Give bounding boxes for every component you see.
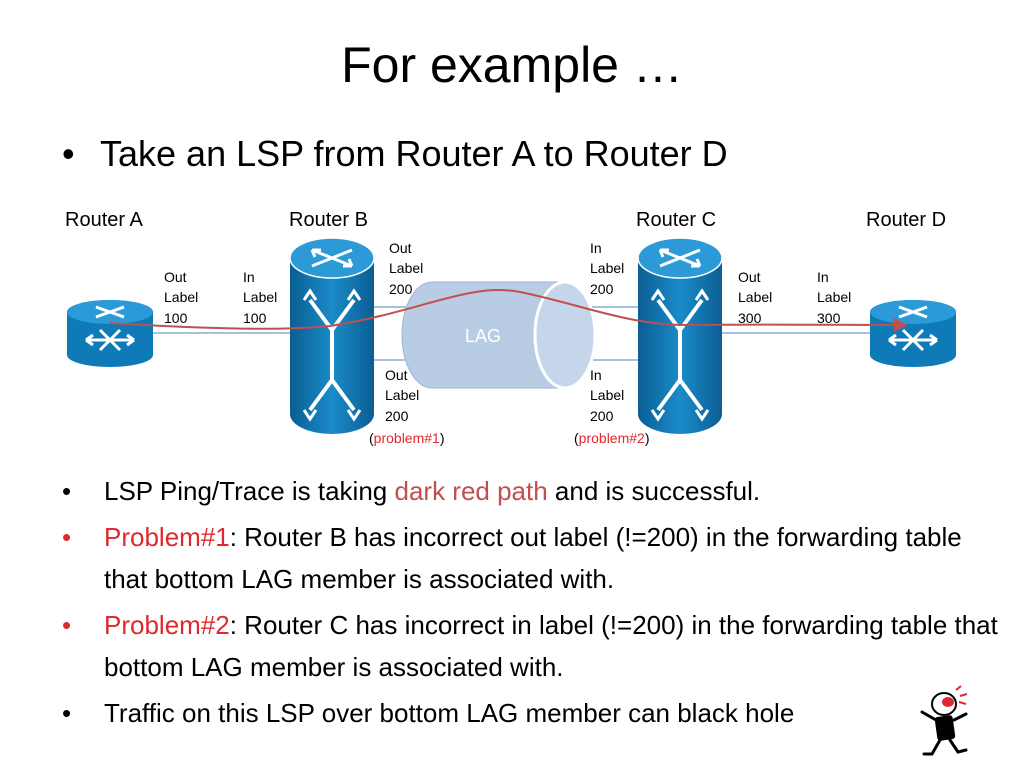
- multilayer-switch-icon: [637, 237, 723, 434]
- ab-in-label: In Label 100: [243, 269, 277, 326]
- router-c-label: Router C: [636, 209, 716, 231]
- multilayer-switch-icon: [289, 237, 375, 434]
- problem-2-tag: (problem#2): [574, 430, 650, 446]
- svg-text:Out: Out: [738, 269, 761, 285]
- svg-text:In: In: [590, 240, 602, 256]
- problem-1-highlight: Problem#1: [104, 522, 230, 552]
- svg-text:Label: Label: [590, 387, 624, 403]
- svg-text:100: 100: [164, 310, 188, 326]
- list-item: •LSP Ping/Trace is taking dark red path …: [62, 470, 1012, 512]
- lag-label: LAG: [465, 326, 501, 346]
- cd-in-label: In Label 300: [817, 269, 851, 326]
- list-item: •Problem#2: Router C has incorrect in la…: [62, 604, 1012, 688]
- lag-cylinder: LAG: [401, 280, 597, 390]
- intro-bullet: • Take an LSP from Router A to Router D: [62, 128, 728, 180]
- router-a-label: Router A: [65, 209, 143, 231]
- svg-text:In: In: [817, 269, 829, 285]
- svg-text:300: 300: [738, 310, 762, 326]
- c-bottom-in-label: In Label 200: [590, 367, 624, 424]
- list-item: •Traffic on this LSP over bottom LAG mem…: [62, 692, 1012, 734]
- lsp-path: [109, 289, 908, 332]
- bullet-glyph: •: [62, 476, 72, 506]
- svg-text:Label: Label: [243, 289, 277, 305]
- problem-1-tag: (problem#1): [369, 430, 445, 446]
- svg-text:200: 200: [385, 408, 409, 424]
- svg-text:200: 200: [590, 281, 614, 297]
- svg-text:Label: Label: [817, 289, 851, 305]
- svg-text:In: In: [590, 367, 602, 383]
- bullet-list: •LSP Ping/Trace is taking dark red path …: [62, 470, 1012, 738]
- svg-text:Label: Label: [164, 289, 198, 305]
- svg-text:200: 200: [590, 408, 614, 424]
- svg-text:Out: Out: [164, 269, 187, 285]
- b-bottom-out-label: Out Label 200: [385, 367, 419, 424]
- svg-text:100: 100: [243, 310, 267, 326]
- network-diagram: Router A Router B Router C Router D LAG: [65, 209, 956, 446]
- cd-out-label: Out Label 300: [738, 269, 772, 326]
- router-d-label: Router D: [866, 209, 946, 231]
- router-icon: [67, 300, 153, 367]
- svg-text:In: In: [243, 269, 255, 285]
- svg-text:Label: Label: [590, 260, 624, 276]
- router-b-label: Router B: [289, 209, 368, 231]
- bullet-glyph: •: [62, 698, 72, 728]
- b-top-out-label: Out Label 200: [389, 240, 423, 297]
- warning-mascot-icon: [920, 685, 968, 756]
- bullet-glyph: •: [62, 522, 72, 552]
- problem-2-highlight: Problem#2: [104, 610, 230, 640]
- svg-text:300: 300: [817, 310, 841, 326]
- page-title: For example …: [341, 37, 683, 93]
- svg-text:Out: Out: [385, 367, 408, 383]
- svg-text:Label: Label: [389, 260, 423, 276]
- bullet-glyph: •: [62, 610, 72, 640]
- svg-text:Label: Label: [738, 289, 772, 305]
- svg-text:Out: Out: [389, 240, 412, 256]
- dark-red-path-highlight: dark red path: [394, 476, 548, 506]
- c-top-in-label: In Label 200: [590, 240, 624, 297]
- intro-bullet-text: Take an LSP from Router A to Router D: [100, 133, 728, 174]
- router-icon: [870, 300, 956, 367]
- bullet-glyph: •: [62, 133, 75, 174]
- svg-text:200: 200: [389, 281, 413, 297]
- ab-out-label: Out Label 100: [164, 269, 198, 326]
- svg-text:Label: Label: [385, 387, 419, 403]
- list-item: •Problem#1: Router B has incorrect out l…: [62, 516, 1012, 600]
